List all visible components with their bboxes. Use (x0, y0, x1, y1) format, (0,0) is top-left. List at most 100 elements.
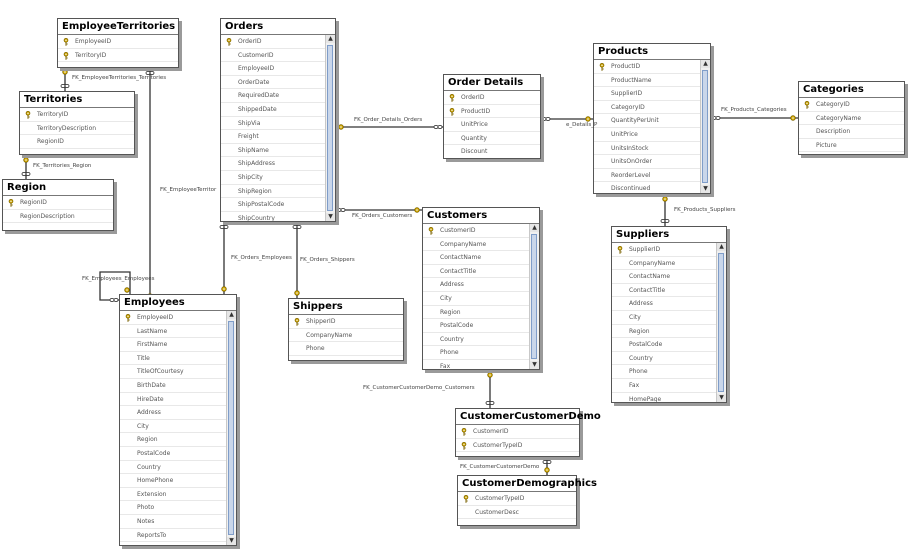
field-row[interactable]: UnitsInStock (594, 142, 700, 156)
field-row[interactable]: CustomerID (423, 224, 529, 238)
field-row[interactable]: Region (423, 306, 529, 320)
field-row[interactable]: UnitPrice (594, 128, 700, 142)
scrollbar-thumb[interactable] (327, 45, 333, 211)
field-row[interactable]: EmployeeID (58, 35, 178, 49)
scroll-up-arrow-icon[interactable]: ▲ (326, 35, 335, 43)
field-row[interactable]: ReportsTo (120, 529, 226, 543)
table-title[interactable]: Orders (221, 19, 335, 35)
field-row[interactable]: ProductID (444, 105, 540, 119)
field-row[interactable]: OrderDate (221, 76, 325, 90)
field-row[interactable]: Phone (423, 346, 529, 360)
field-row[interactable]: ReorderLevel (594, 169, 700, 183)
field-row[interactable]: ShipName (221, 144, 325, 158)
field-row[interactable]: TerritoryID (20, 108, 134, 122)
table-title[interactable]: Employees (120, 295, 236, 311)
table-title[interactable]: Order Details (444, 75, 540, 91)
field-row[interactable]: EmployeeID (221, 62, 325, 76)
relationship-fk-employeeterritories-territories[interactable] (60, 68, 70, 91)
field-row[interactable]: TerritoryDescription (20, 122, 134, 136)
field-row[interactable]: OrderID (444, 91, 540, 105)
field-row[interactable]: HomePhone (120, 474, 226, 488)
field-row[interactable]: CustomerTypeID (458, 492, 576, 506)
field-row[interactable]: Address (423, 278, 529, 292)
relationship-line[interactable] (99, 271, 131, 301)
field-row[interactable]: ContactTitle (612, 284, 716, 298)
field-row[interactable]: TerritoryID (58, 49, 178, 63)
field-row[interactable]: ShipCity (221, 171, 325, 185)
field-row[interactable]: ShipAddress (221, 157, 325, 171)
field-row[interactable]: Region (120, 433, 226, 447)
field-row[interactable]: Description (799, 125, 904, 139)
field-row[interactable]: Address (120, 406, 226, 420)
field-row[interactable]: Country (423, 333, 529, 347)
field-row[interactable]: CustomerTypeID (456, 439, 579, 453)
table-title[interactable]: CustomerDemographics (458, 476, 597, 492)
field-row[interactable]: Phone (289, 342, 403, 356)
table-title[interactable]: Suppliers (612, 227, 726, 243)
field-row[interactable]: Country (120, 461, 226, 475)
field-row[interactable]: PostalCode (423, 319, 529, 333)
scroll-up-arrow-icon[interactable]: ▲ (717, 243, 726, 251)
field-row[interactable]: RequiredDate (221, 89, 325, 103)
field-row[interactable]: Photo (120, 501, 226, 515)
field-row[interactable]: CompanyName (423, 238, 529, 252)
scrollbar[interactable]: ▲ ▼ (716, 243, 726, 402)
scrollbar-thumb[interactable] (531, 234, 537, 359)
field-row[interactable]: Fax (612, 379, 716, 393)
field-row[interactable]: RegionID (3, 196, 113, 210)
scroll-down-arrow-icon[interactable]: ▼ (227, 537, 236, 545)
table-title[interactable]: Customers (423, 208, 539, 224)
field-row[interactable]: UnitPrice (444, 118, 540, 132)
table-title[interactable]: Products (594, 44, 710, 60)
scrollbar[interactable]: ▲ ▼ (325, 35, 335, 221)
table-title[interactable]: Region (3, 180, 113, 196)
field-row[interactable]: ContactTitle (423, 265, 529, 279)
field-row[interactable]: EmployeeID (120, 311, 226, 325)
field-row[interactable]: Notes (120, 515, 226, 529)
relationship-fk-orders-employees[interactable] (219, 222, 229, 294)
field-row[interactable]: CustomerDesc (458, 506, 576, 520)
field-row[interactable]: UnitsOnOrder (594, 155, 700, 169)
field-row[interactable]: PostalCode (120, 447, 226, 461)
field-row[interactable]: FirstName (120, 338, 226, 352)
relationship-fk-territories-region[interactable] (21, 155, 31, 179)
field-row[interactable]: Address (612, 297, 716, 311)
field-row[interactable]: ShipPostalCode (221, 198, 325, 212)
relationship-fk-orders-shippers[interactable] (292, 222, 302, 298)
field-row[interactable]: Quantity (444, 132, 540, 146)
scrollbar[interactable]: ▲ ▼ (226, 311, 236, 545)
field-row[interactable]: Extension (120, 488, 226, 502)
field-row[interactable]: Discount (444, 145, 540, 158)
field-row[interactable]: HomePage (612, 393, 716, 402)
field-row[interactable]: CategoryID (799, 98, 904, 112)
scrollbar-thumb[interactable] (718, 253, 724, 392)
scroll-down-arrow-icon[interactable]: ▼ (326, 213, 335, 221)
scroll-up-arrow-icon[interactable]: ▲ (227, 311, 236, 319)
field-row[interactable]: ShippedDate (221, 103, 325, 117)
field-row[interactable]: QuantityPerUnit (594, 114, 700, 128)
scrollbar[interactable]: ▲ ▼ (700, 60, 710, 193)
relationship-fk-employees-employees[interactable] (99, 271, 131, 302)
relationship-fk-customercustomerdemo-customers[interactable] (485, 370, 495, 408)
field-row[interactable]: TitleOfCourtesy (120, 365, 226, 379)
field-row[interactable]: ShipperID (289, 315, 403, 329)
field-row[interactable]: CompanyName (612, 257, 716, 271)
field-row[interactable]: City (120, 420, 226, 434)
field-row[interactable]: ProductName (594, 74, 700, 88)
field-row[interactable]: LastName (120, 325, 226, 339)
field-row[interactable]: SupplierID (594, 87, 700, 101)
table-title[interactable]: EmployeeTerritories (58, 19, 178, 35)
field-row[interactable]: Freight (221, 130, 325, 144)
table-title[interactable]: Categories (799, 82, 904, 98)
